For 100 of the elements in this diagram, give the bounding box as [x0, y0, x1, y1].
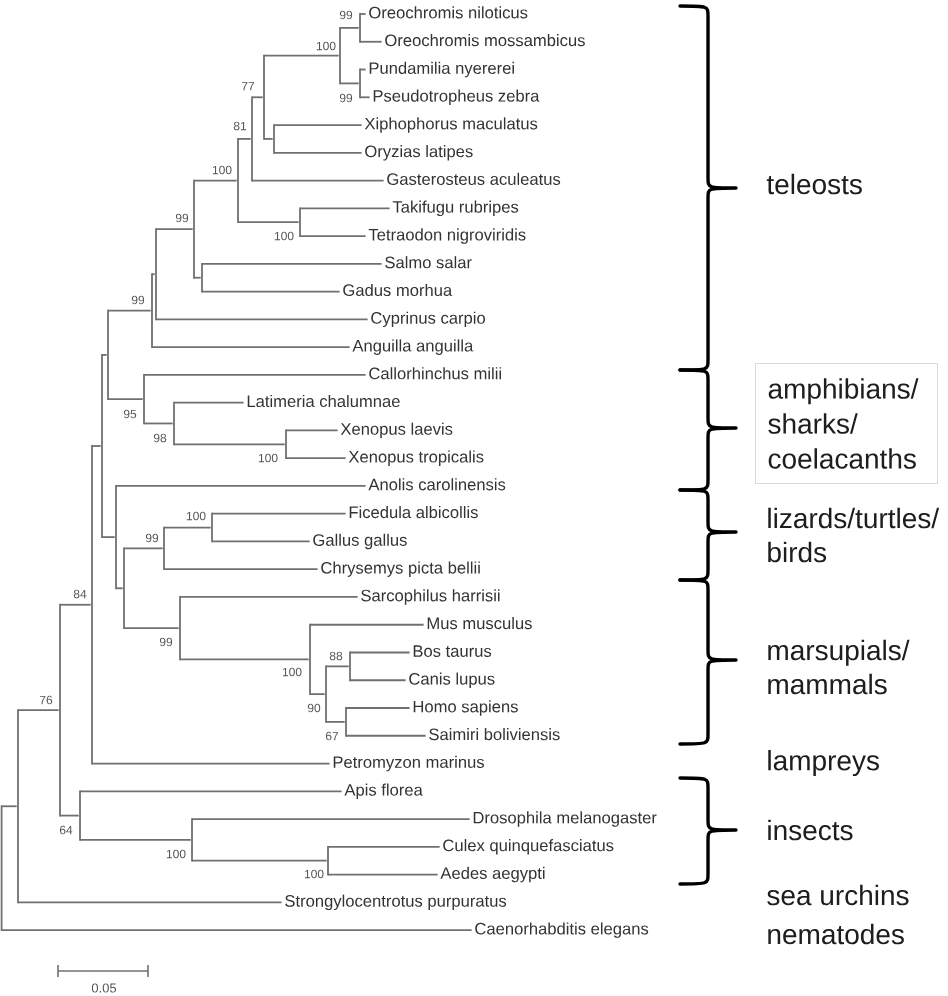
taxon-label: Ficedula albicollis — [349, 506, 478, 519]
taxon-label: Gadus morhua — [343, 283, 453, 297]
taxon-label: Gasterosteus aculeatus — [387, 172, 561, 185]
tree-branch — [263, 54, 340, 57]
tree-branch — [359, 96, 371, 99]
tree-branch — [173, 443, 286, 446]
tree-branch — [309, 693, 326, 696]
tree-branch — [327, 873, 439, 876]
tree-branch — [173, 401, 245, 404]
group-label: lampreys — [768, 749, 879, 777]
tree-branch — [273, 124, 363, 126]
tree-branch — [151, 273, 156, 276]
taxon-label: Tetraodon nigroviridis — [368, 228, 526, 244]
group-label-box: amphibians/ sharks/ coelacanths — [755, 363, 938, 484]
taxon-label: Canis lupus — [409, 672, 495, 688]
group-label: nematodes — [768, 923, 904, 945]
tree-branch — [107, 309, 152, 312]
tree-branch — [179, 658, 310, 661]
tree-branch — [285, 457, 347, 460]
tree-branch — [201, 262, 383, 265]
tree-branch — [155, 228, 194, 231]
tree-branch — [115, 587, 124, 590]
group-label: sea urchins — [767, 884, 909, 906]
tree-branch — [349, 679, 407, 682]
taxon-label: Pundamilia nyererei — [369, 61, 514, 78]
taxon-label: Homo sapiens — [413, 700, 518, 716]
taxon-label: Gallus gallus — [313, 533, 407, 550]
tree-branch — [101, 536, 116, 538]
tree-branch — [101, 354, 108, 356]
tree-branch — [339, 82, 360, 85]
taxon-label: Chrysemys picta bellii — [321, 561, 480, 577]
group-label: insects — [768, 819, 853, 841]
tree-branch — [211, 512, 347, 515]
tree-branch — [349, 651, 411, 654]
taxon-label: Anolis carolinensis — [368, 478, 506, 491]
tree-branch — [273, 151, 363, 154]
tree-branch — [345, 734, 427, 737]
tree-branch — [193, 276, 202, 279]
tree-branch — [193, 179, 238, 182]
tree-branch — [327, 845, 441, 848]
taxon-label: Oryzias latipes — [365, 145, 473, 161]
taxon-label: Culex quinquefasciatus — [443, 839, 614, 855]
tree-branch — [211, 540, 311, 543]
group-label: teleosts — [766, 173, 862, 195]
tree-branch — [143, 422, 174, 425]
tree-branch — [163, 568, 319, 571]
tree-branch — [143, 374, 367, 376]
tree-branch — [0, 929, 473, 931]
taxon-label: Salmo salar — [385, 256, 472, 269]
tree-branch — [123, 627, 180, 630]
tree-branch — [163, 526, 212, 529]
tree-branch — [115, 485, 367, 487]
taxon-label: Saimiri boliviensis — [429, 728, 560, 741]
tree-branch — [201, 290, 341, 293]
tree-branch — [0, 805, 18, 808]
tree-branch — [359, 13, 367, 15]
taxon-label: Drosophila melanogaster — [473, 811, 657, 827]
taxon-label: Caenorhabditis elegans — [475, 922, 649, 938]
tree-branch — [339, 27, 360, 29]
tree-branch — [299, 207, 391, 210]
taxon-label: Oreochromis niloticus — [369, 6, 528, 19]
tree-branch — [107, 398, 144, 401]
tree-branch — [59, 603, 92, 606]
tree-branch — [151, 346, 351, 348]
taxon-label: Apis florea — [344, 783, 423, 800]
tree-branch — [237, 138, 252, 140]
tree-branch — [179, 596, 359, 598]
taxon-label: Bos taurus — [413, 645, 492, 657]
tree-branch — [251, 96, 264, 99]
tree-branch — [237, 221, 300, 224]
taxon-label: Cyprinus carpio — [371, 311, 485, 328]
tree-branch — [359, 40, 383, 43]
tree-branch — [325, 721, 346, 723]
group-label: marsupials/ mammals — [768, 639, 910, 695]
taxon-label: Pseudotropheus zebra — [373, 89, 540, 106]
taxon-label: Xenopus tropicalis — [348, 450, 484, 466]
tree-branch — [79, 838, 192, 841]
tree-branch — [155, 318, 369, 321]
tree-branch — [17, 709, 60, 712]
tree-branch — [91, 762, 331, 765]
tree-branch — [59, 814, 80, 817]
tree-branch — [191, 859, 328, 862]
tree-branch — [345, 707, 411, 709]
taxon-label: Strongylocentrotus purpuratus — [285, 894, 507, 911]
tree-branch — [285, 429, 339, 432]
taxon-label: Oreochromis mossambicus — [385, 34, 585, 47]
taxon-label: Takifugu rubripes — [392, 200, 519, 217]
tree-branch — [309, 623, 425, 626]
taxon-label: Xiphophorus maculatus — [364, 117, 538, 133]
tree-branch — [325, 665, 350, 668]
taxon-label: Latimeria chalumnae — [247, 394, 400, 408]
taxon-label: Anguilla anguilla — [352, 339, 474, 355]
tree-branch — [251, 179, 385, 182]
tree-branch — [299, 235, 367, 237]
tree-branch — [263, 138, 274, 140]
taxon-label: Mus musculus — [427, 617, 532, 630]
taxon-label: Callorhinchus milii — [369, 367, 501, 380]
tree-branch — [79, 790, 343, 793]
tree-branch — [91, 445, 102, 447]
tree-branch — [17, 901, 283, 904]
